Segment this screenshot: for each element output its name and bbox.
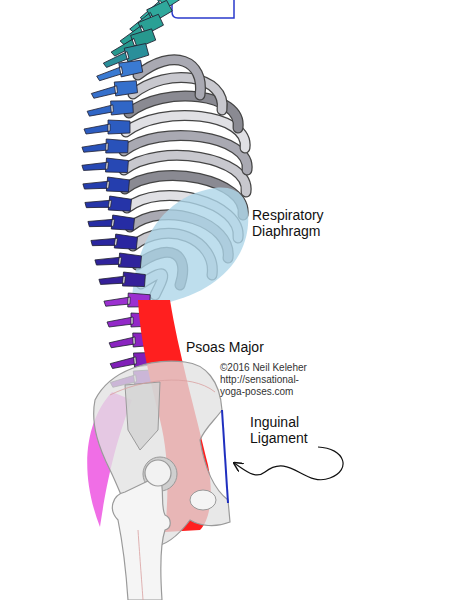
rib: [126, 115, 245, 148]
vertebra: [87, 213, 134, 232]
rib: [124, 155, 246, 192]
sacrum-bone: [125, 382, 160, 450]
bone-detail: [138, 530, 143, 600]
website-url: http://sensational- yoga-poses.com: [220, 374, 320, 398]
part-label: Psoas Major: [186, 339, 264, 355]
diaphragm-muscle: [132, 188, 248, 303]
copyright-note: ©2016 Neil Keleher: [220, 362, 307, 374]
vertebra: [84, 120, 130, 134]
part-label: Respiratory Diaphragm: [252, 207, 352, 239]
rib: [124, 135, 247, 170]
vertebra: [90, 80, 137, 99]
femur-head: [145, 460, 171, 486]
part-label: Inguinal Ligament: [250, 414, 325, 446]
rib: [133, 77, 222, 110]
vertebra: [82, 175, 129, 193]
vertebra: [95, 59, 143, 81]
rib: [138, 60, 201, 95]
bone-detail: [110, 380, 215, 395]
rib: [138, 60, 201, 95]
rib: [124, 135, 247, 170]
vertebra: [82, 138, 128, 154]
vertebra: [87, 100, 134, 116]
rib: [126, 115, 245, 148]
leader-line: [234, 447, 343, 480]
vertebra: [99, 270, 146, 287]
rib: [124, 155, 246, 192]
vertebra: [90, 232, 137, 251]
inguinal-ligament: [222, 410, 228, 503]
vertebra: [94, 251, 141, 269]
vertebra: [82, 156, 129, 173]
rib: [133, 77, 222, 110]
femur-bone: [112, 478, 170, 600]
obturator-foramen: [190, 490, 216, 510]
vertebra: [84, 194, 131, 213]
frame-edge: [172, 0, 234, 18]
